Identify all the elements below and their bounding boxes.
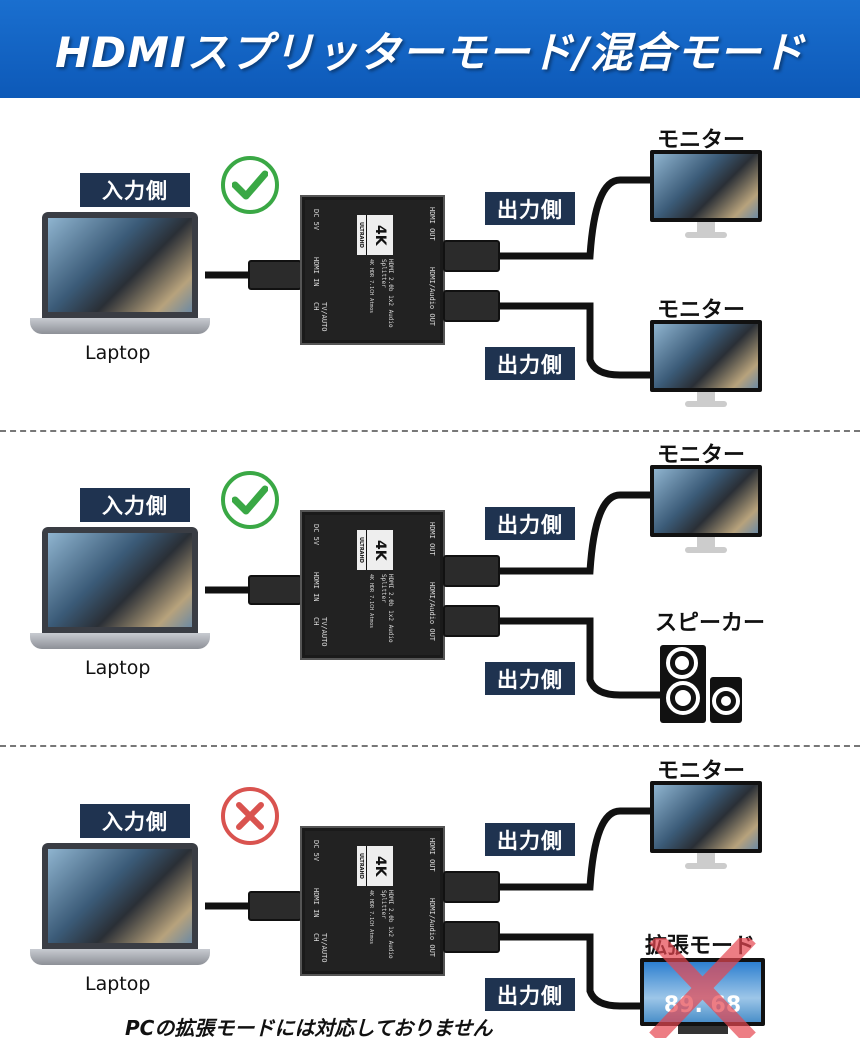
port-out2-label: HDMI/Audio OUT bbox=[428, 582, 436, 642]
spec-text: 4K HDR 7.1CH Atmos bbox=[368, 574, 374, 629]
output-side-label-2: 出力側 bbox=[485, 662, 575, 695]
cross-icon bbox=[221, 787, 279, 845]
device1-title: モニター bbox=[657, 759, 746, 784]
hdmi-plug-out1 bbox=[443, 555, 500, 587]
port-switch-label: TV/AUTO CH bbox=[312, 933, 328, 963]
model-text: HDMI 2.0b 1x2 Audio Splitter bbox=[380, 574, 394, 643]
laptop-base bbox=[30, 318, 210, 334]
checkmark-icon bbox=[221, 156, 279, 214]
connection-panel: 入力側 Laptop DC 5V HDMI IN TV/AUTO CH ULTR… bbox=[0, 100, 860, 415]
hdmi-plug-in bbox=[248, 260, 302, 290]
footer-note: PCの拡張モードには対応しておりません bbox=[125, 1016, 493, 1040]
output-side-label-1: 出力側 bbox=[485, 507, 575, 540]
port-out1-label: HDMI OUT bbox=[428, 838, 436, 872]
port-out1-label: HDMI OUT bbox=[428, 207, 436, 241]
cross-overlay-icon bbox=[649, 938, 756, 1038]
4k-badge: 4K bbox=[367, 215, 393, 255]
title-banner: HDMIスプリッターモード/混合モード bbox=[0, 0, 860, 98]
speaker-icon bbox=[660, 645, 750, 723]
4k-badge: 4K bbox=[367, 530, 393, 570]
model-text: HDMI 2.0b 1x2 Audio Splitter bbox=[380, 890, 394, 959]
cables bbox=[205, 176, 652, 379]
connection-panel: 入力側 Laptop DC 5V HDMI IN TV/AUTO CH ULTR… bbox=[0, 731, 860, 1046]
monitor-icon bbox=[650, 781, 762, 853]
monitor-stand-base bbox=[685, 232, 727, 238]
laptop-icon bbox=[42, 843, 198, 949]
monitor-icon bbox=[650, 150, 762, 222]
hdmi-plug-out1 bbox=[443, 871, 500, 903]
output-side-label-1: 出力側 bbox=[485, 192, 575, 225]
laptop-label: Laptop bbox=[85, 657, 151, 679]
divider bbox=[0, 430, 860, 432]
port-out2-label: HDMI/Audio OUT bbox=[428, 898, 436, 958]
monitor-stand bbox=[697, 537, 715, 547]
output-side-label-2: 出力側 bbox=[485, 347, 575, 380]
hdmi-plug-out2 bbox=[443, 921, 500, 953]
port-dc-label: DC 5V bbox=[312, 209, 320, 231]
hdmi-splitter-device: DC 5V HDMI IN TV/AUTO CH ULTRAHD 4K HDMI… bbox=[300, 826, 445, 976]
page-title: HDMIスプリッターモード/混合モード bbox=[55, 27, 805, 77]
input-side-label: 入力側 bbox=[80, 173, 190, 207]
ultrahd-badge: ULTRAHD bbox=[357, 215, 367, 255]
output-side-label-2: 出力側 bbox=[485, 978, 575, 1011]
monitor-icon bbox=[650, 320, 762, 410]
laptop-label: Laptop bbox=[85, 973, 151, 995]
port-switch-label: TV/AUTO CH bbox=[312, 302, 328, 332]
port-out1-label: HDMI OUT bbox=[428, 522, 436, 556]
port-dc-label: DC 5V bbox=[312, 524, 320, 546]
port-switch-label: TV/AUTO CH bbox=[312, 617, 328, 647]
port-in-label: HDMI IN bbox=[312, 257, 320, 287]
checkmark-icon bbox=[221, 471, 279, 529]
laptop-label: Laptop bbox=[85, 342, 151, 364]
device2-title: スピーカー bbox=[655, 611, 766, 636]
laptop-icon bbox=[42, 212, 198, 318]
extended-monitor-icon: 89. 68 bbox=[640, 938, 765, 1038]
port-out2-label: HDMI/Audio OUT bbox=[428, 267, 436, 327]
input-side-label: 入力側 bbox=[80, 488, 190, 522]
ultrahd-badge: ULTRAHD bbox=[357, 530, 367, 570]
hdmi-plug-in bbox=[248, 891, 302, 921]
cables bbox=[205, 491, 660, 699]
hdmi-splitter-device: DC 5V HDMI IN TV/AUTO CH ULTRAHD 4K HDMI… bbox=[300, 195, 445, 345]
spec-text: 4K HDR 7.1CH Atmos bbox=[368, 259, 374, 314]
device1-title: モニター bbox=[657, 443, 746, 468]
input-side-label: 入力側 bbox=[80, 804, 190, 838]
monitor-stand bbox=[697, 853, 715, 863]
port-in-label: HDMI IN bbox=[312, 572, 320, 602]
hdmi-plug-out2 bbox=[443, 290, 500, 322]
hdmi-plug-out1 bbox=[443, 240, 500, 272]
ultrahd-badge: ULTRAHD bbox=[357, 846, 367, 886]
laptop-base bbox=[30, 633, 210, 649]
hdmi-plug-out2 bbox=[443, 605, 500, 637]
hdmi-plug-in bbox=[248, 575, 302, 605]
monitor-stand-base bbox=[685, 547, 727, 553]
device2-title: モニター bbox=[657, 298, 746, 323]
cables bbox=[205, 807, 652, 1010]
model-text: HDMI 2.0b 1x2 Audio Splitter bbox=[380, 259, 394, 328]
hdmi-splitter-device: DC 5V HDMI IN TV/AUTO CH ULTRAHD 4K HDMI… bbox=[300, 510, 445, 660]
output-side-label-1: 出力側 bbox=[485, 823, 575, 856]
monitor-icon bbox=[650, 465, 762, 537]
laptop-icon bbox=[42, 527, 198, 633]
device1-title: モニター bbox=[657, 128, 746, 153]
monitor-stand bbox=[697, 222, 715, 232]
connection-panel: 入力側 Laptop DC 5V HDMI IN TV/AUTO CH ULTR… bbox=[0, 415, 860, 730]
monitor-stand-base bbox=[685, 863, 727, 869]
laptop-base bbox=[30, 949, 210, 965]
port-dc-label: DC 5V bbox=[312, 840, 320, 862]
spec-text: 4K HDR 7.1CH Atmos bbox=[368, 890, 374, 945]
4k-badge: 4K bbox=[367, 846, 393, 886]
port-in-label: HDMI IN bbox=[312, 888, 320, 918]
divider bbox=[0, 745, 860, 747]
